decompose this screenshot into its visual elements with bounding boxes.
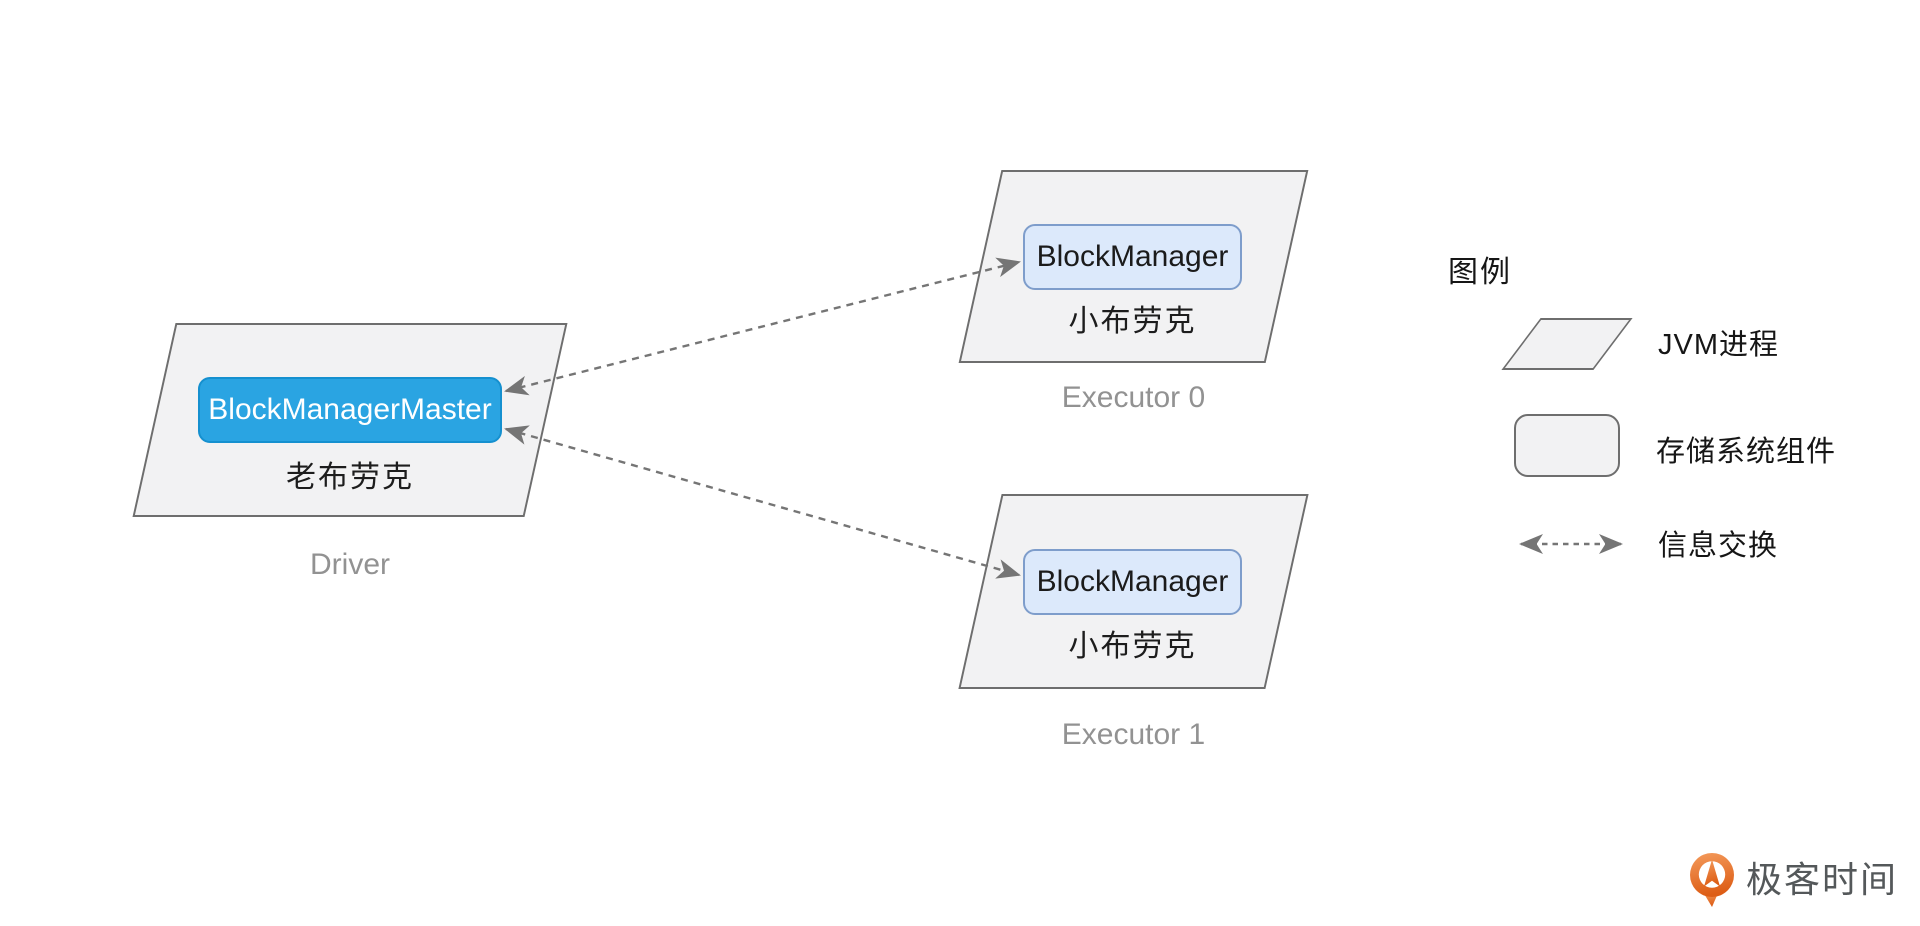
executor0-nickname-label: 小布劳克: [1068, 305, 1197, 338]
legend-item-message-label: 信息交换: [1658, 530, 1779, 562]
geektime-logo-icon: [1690, 853, 1734, 907]
executor1-nickname-label: 小布劳克: [1068, 630, 1197, 663]
legend-item-storage-label: 存储系统组件: [1656, 436, 1837, 468]
legend-item-jvm-label: JVM进程: [1658, 329, 1780, 361]
geektime-logo-text: 极客时间: [1746, 859, 1899, 900]
executor0-process-label: Executor 0: [1061, 381, 1206, 414]
executor1-blockmanager-node: BlockManager: [1023, 549, 1242, 615]
driver-process-label: Driver: [310, 548, 390, 581]
geektime-brand: 极客时间: [1688, 852, 1898, 908]
legend-title: 图例: [1448, 256, 1512, 289]
legend-rounded-rect-symbol: [1514, 414, 1620, 477]
executor0-blockmanager-node: BlockManager: [1023, 224, 1242, 290]
legend-parallelogram-symbol: [1501, 318, 1633, 370]
driver-nickname-label: 老布劳克: [286, 461, 414, 494]
arrow-master-executor0: [504, 257, 1021, 396]
blockmanagermaster-node: BlockManagerMaster: [198, 377, 502, 443]
arrow-master-executor1: [504, 425, 1021, 579]
executor1-process-label: Executor 1: [1061, 718, 1206, 751]
